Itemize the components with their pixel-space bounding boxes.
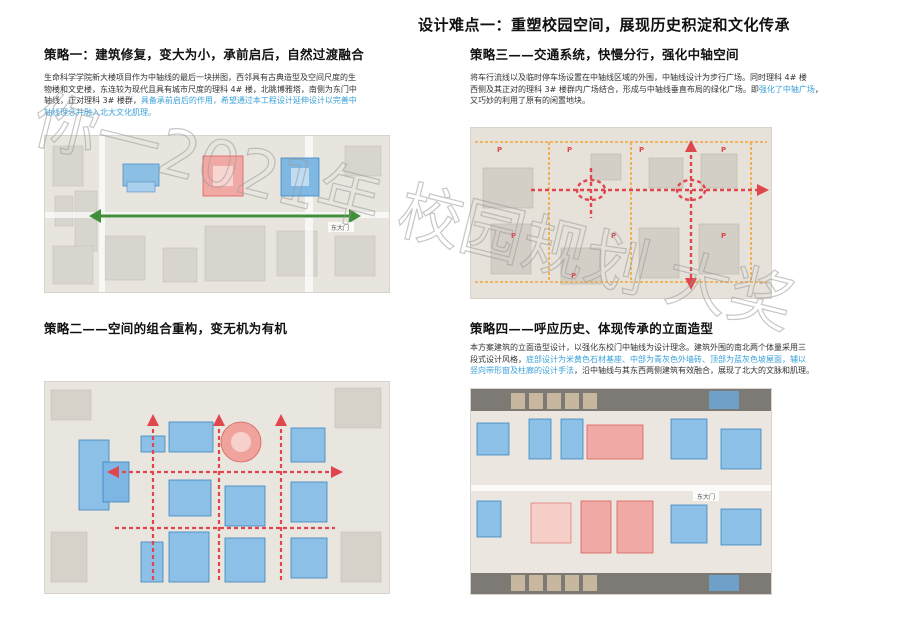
parking-label: P <box>511 232 516 240</box>
page-title: 设计难点一：重塑校园空间，展现历史积淀和文化传承 <box>418 16 791 34</box>
parking-label: P <box>721 146 726 154</box>
red-axis-lines <box>115 422 335 582</box>
strategy-3-line-text: ， <box>814 84 823 94</box>
parking-label: P <box>611 232 616 240</box>
parking-label: P <box>567 146 572 154</box>
strategy-4-text: 本方案建筑的立面造型设计，以强化东校门中轴线为设计理念。建筑外围的南北两个体量采… <box>470 342 890 377</box>
strategy-3-line: 又巧妙的利用了原有的闲置地块。 <box>470 96 590 105</box>
strategy-2-title: 策略二——空间的组合重构，变无机为有机 <box>44 321 288 336</box>
strategy-1-line: 轴线，正对理科 3# 楼群，具备承前启后的作用，希望通过本工程设计延伸设计以完善… <box>44 95 406 107</box>
parking-label: P <box>497 146 502 154</box>
strategy-1-text: 生命科学学院新大楼项目作为中轴线的最后一块拼图，西邻具有古典造型及空间尺度的生 … <box>44 72 406 118</box>
strategy-1-line-text: 轴线，正对理科 3# 楼群， <box>44 96 141 105</box>
strategy-4-highlight: 底部设计为米黄色石材基座、中部为青灰色外墙砖、顶部为蓝灰色坡屋面，辅以 <box>526 354 806 364</box>
strategy-4-line: 竖向带形窗及柱廊的设计手法，沿中轴线与其东西两侧建筑有效融合，展现了北大的文脉和… <box>470 365 890 377</box>
strategy-4-map: 东大门 <box>470 388 772 595</box>
strategy-4-line-text: ，沿中轴线与其东西两侧建筑有效融合，展现了北大的文脉和肌理。 <box>574 366 814 375</box>
east-gate-label: 东大门 <box>697 493 715 501</box>
strategy-1-title: 策略一：建筑修复，变大为小，承前启后，自然过渡融合 <box>44 47 365 62</box>
east-gate-label: 东大门 <box>331 224 349 232</box>
strategy-3-map: P P P P P P P P <box>470 127 772 299</box>
strategy-4-highlight: 竖向带形窗及柱廊的设计手法 <box>470 366 574 375</box>
strategy-3-line: 西侧及其正对的理科 3# 楼群内广场结合，形成与中轴线垂直布局的绿化广场。即强化… <box>470 84 890 96</box>
parking-label: P <box>639 146 644 154</box>
strategy-3-highlight: 强化了中轴广场 <box>758 84 815 94</box>
strategy-3-text: 将车行流线以及临时停车场设置在中轴线区域的外围，中轴线设计为步行广场。同时理科 … <box>470 72 890 107</box>
strategy-1-map: 东大门 <box>44 135 390 293</box>
pedestrian-axis-lines <box>531 148 761 278</box>
vehicle-route-lines <box>475 141 767 283</box>
strategy-1-line: 物楼和文史楼，东连较为现代且具有城市尺度的理科 4# 楼，北眺博雅塔，南侧为东门… <box>44 84 357 94</box>
strategy-1-highlight: 轴线理念并融入北大文化肌理。 <box>44 107 156 117</box>
strategy-1-line: 生命科学学院新大楼项目作为中轴线的最后一块拼图，西邻具有古典造型及空间尺度的生 <box>44 73 356 82</box>
strategy-4-line-text: 段式设计风格， <box>470 354 526 364</box>
strategy-4-line: 本方案建筑的立面造型设计，以强化东校门中轴线为设计理念。建筑外围的南北两个体量采… <box>470 343 806 352</box>
strategy-3-line: 将车行流线以及临时停车场设置在中轴线区域的外围，中轴线设计为步行广场。同时理科 … <box>470 73 807 82</box>
strategy-1-highlight: 具备承前启后的作用，希望通过本工程设计延伸设计以完善中 <box>140 96 357 105</box>
strategy-4-title: 策略四——呼应历史、体现传承的立面造型 <box>470 321 714 336</box>
parking-label: P <box>571 272 576 280</box>
strategy-3-line-text: 西侧及其正对的理科 3# 楼群内广场结合，形成与中轴线垂直布局的绿化广场。即 <box>470 84 759 94</box>
strategy-2-map <box>44 381 390 594</box>
parking-label: P <box>721 232 726 240</box>
green-axis-arrow <box>89 209 361 223</box>
strategy-3-title: 策略三——交通系统，快慢分行，强化中轴空间 <box>470 47 739 62</box>
strategy-4-line: 段式设计风格，底部设计为米黄色石材基座、中部为青灰色外墙砖、顶部为蓝灰色坡屋面，… <box>470 354 890 366</box>
